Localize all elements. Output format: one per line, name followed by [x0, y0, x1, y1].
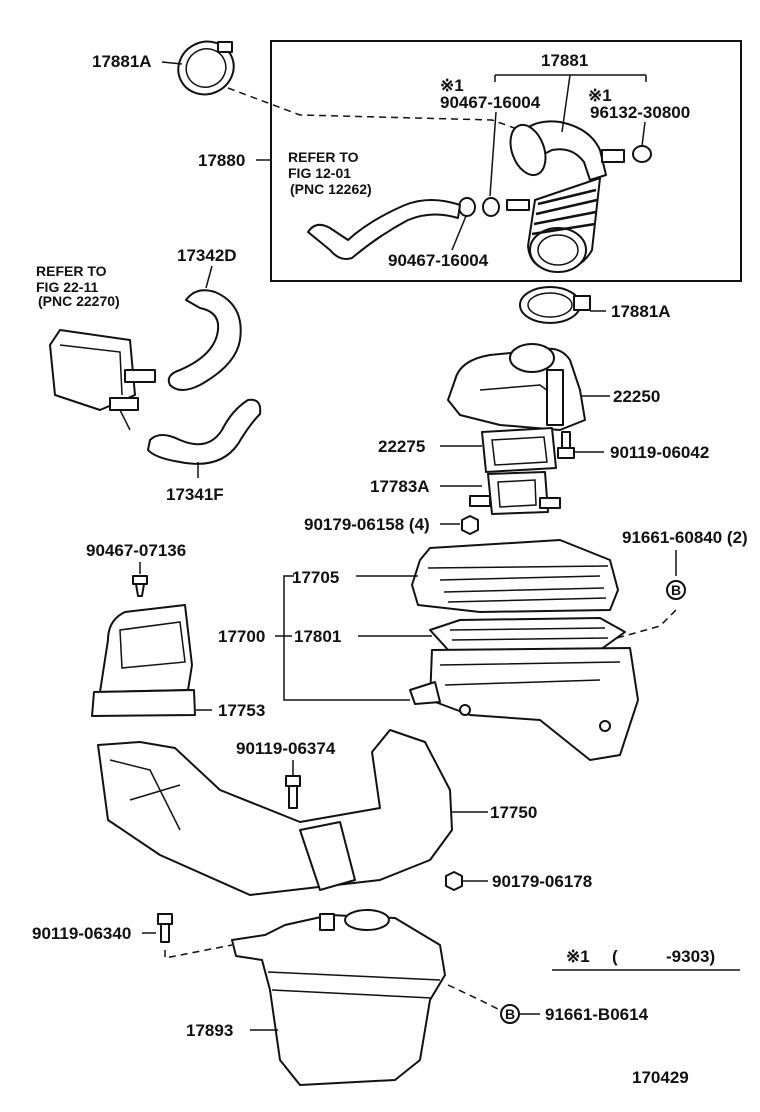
- label-90119-06374: 90119-06374: [236, 739, 336, 758]
- label-90179-06178: 90179-06178: [492, 872, 592, 891]
- label-17880: 17880: [198, 151, 245, 170]
- bolt-icon: [557, 431, 575, 459]
- bracket-17783a-icon: [469, 471, 561, 515]
- grommet-icon: B: [666, 580, 686, 600]
- label-96132-30800: 96132-30800: [590, 103, 690, 122]
- hose-17342d-icon: [167, 289, 242, 391]
- vacuum-switching-valve-icon: [49, 329, 156, 431]
- label-90119-06042: 90119-06042: [610, 443, 709, 462]
- note-symbol: ※1: [566, 947, 590, 966]
- hose-assembly-frame: [270, 40, 742, 282]
- label-90467-16004-bottom: 90467-16004: [388, 251, 489, 270]
- label-17341f: 17341F: [166, 485, 224, 504]
- label-17893: 17893: [186, 1021, 233, 1040]
- label-17801: 17801: [294, 627, 341, 646]
- label-90119-06340: 90119-06340: [32, 924, 131, 943]
- refer-note-1-line2: FIG 12-01: [288, 165, 351, 181]
- label-17750: 17750: [490, 803, 537, 822]
- label-22250: 22250: [613, 387, 660, 406]
- svg-text:B: B: [505, 1006, 515, 1022]
- refer-note-2-line3: (PNC 22270): [38, 293, 120, 309]
- clip-icon: [132, 575, 148, 597]
- intake-duct-icon: [91, 604, 196, 717]
- mark-1-right: ※1: [588, 86, 612, 105]
- hose-clamp-icon: [458, 145, 652, 217]
- footnote: ※1 ( -9303): [552, 947, 740, 971]
- diagram-id: 170429: [632, 1068, 689, 1087]
- label-17881a-mid: 17881A: [611, 302, 671, 321]
- mark-1-left: ※1: [440, 76, 464, 95]
- hose-clamp-icon: [519, 286, 591, 324]
- label-90467-07136: 90467-07136: [86, 541, 186, 560]
- resonator-icon: [231, 909, 446, 1086]
- label-90467-16004-top: 90467-16004: [440, 93, 541, 112]
- label-17881: 17881: [541, 51, 588, 70]
- grommet-icon: B: [500, 1004, 520, 1024]
- air-cleaner-icon: [409, 539, 639, 761]
- label-17700: 17700: [218, 627, 265, 646]
- label-90179-06158: 90179-06158 (4): [304, 515, 430, 534]
- label-91661-b0614: 91661-B0614: [545, 1005, 649, 1024]
- label-22275: 22275: [378, 437, 425, 456]
- intake-duct-icon: [97, 729, 453, 896]
- bolt-icon: [285, 775, 301, 809]
- refer-hose-icon: [307, 199, 461, 260]
- nut-icon: [461, 515, 479, 535]
- refer-note-2-line2: FIG 22-11: [36, 279, 98, 295]
- refer-note-2-line1: REFER TO: [36, 263, 107, 279]
- refer-note-1-line1: REFER TO: [288, 149, 359, 165]
- svg-text:B: B: [671, 582, 681, 598]
- note-range: -9303): [666, 947, 715, 966]
- note-open-paren: (: [612, 947, 618, 966]
- label-17342d: 17342D: [177, 246, 237, 265]
- air-hose-icon: [506, 120, 625, 273]
- hose-clamp-icon: [177, 40, 235, 96]
- gasket-22275-icon: [481, 427, 557, 473]
- bolt-icon: [157, 913, 173, 943]
- label-17705: 17705: [292, 568, 339, 587]
- label-17753: 17753: [218, 701, 265, 720]
- label-91661-60840: 91661-60840 (2): [622, 528, 748, 547]
- refer-note-1-line3: (PNC 12262): [290, 181, 372, 197]
- air-flow-meter-icon: [447, 343, 586, 431]
- label-17881a-top: 17881A: [92, 52, 152, 71]
- nut-icon: [445, 871, 463, 891]
- label-17783a: 17783A: [370, 477, 430, 496]
- hose-17341f-icon: [147, 398, 262, 465]
